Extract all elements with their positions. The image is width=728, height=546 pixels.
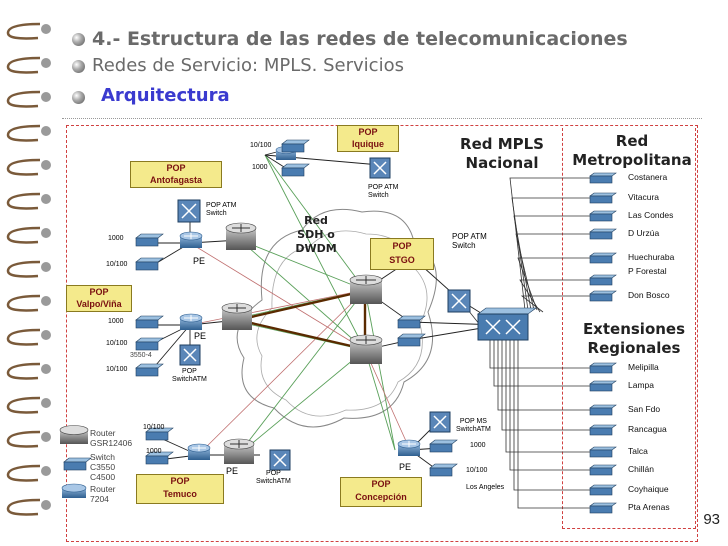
valpo-10100-label-a: 10/100 <box>106 340 128 347</box>
concepcion-10100-label: 10/100 <box>466 467 488 474</box>
antofagasta-atm-label: POP ATM Switch <box>206 202 237 217</box>
legend-router-7204: Router 7204 <box>90 484 116 504</box>
antofagasta-pe-label: PE <box>193 256 206 266</box>
valpo-10100-label-b: 10/100 <box>106 366 128 373</box>
metro-site: Don Bosco <box>628 290 670 300</box>
pop-stgo: POP STGO <box>370 238 434 270</box>
concepcion-1000-label: 1000 <box>470 442 486 449</box>
valpo-3550-label: 3550-4 <box>130 352 152 359</box>
valpo-1000-label: 1000 <box>108 318 124 325</box>
concepcion-los-angeles-label: Los Angeles <box>466 484 505 491</box>
section-heading: Arquitectura <box>101 85 230 106</box>
slide-subtitle: Redes de Servicio: MPLS. Servicios <box>92 55 404 76</box>
iquique-10100-label: 10/100 <box>250 142 272 149</box>
metro-site: Costanera <box>628 172 668 182</box>
antofagasta-1000-label: 1000 <box>108 235 124 242</box>
metro-frame <box>562 128 696 529</box>
metro-site: Las Condes <box>628 210 674 220</box>
temuco-10100-label: 10/100 <box>143 424 165 431</box>
regional-site: Chillán <box>628 464 654 474</box>
concepcion-pe-label: PE <box>399 462 412 472</box>
metro-site: Huechuraba <box>628 252 675 262</box>
regional-site: Rancagua <box>628 424 667 434</box>
red-mpls-heading: Red MPLS Nacional <box>460 135 544 172</box>
metro-site: Vitacura <box>628 192 660 202</box>
regional-site: Lampa <box>628 380 654 390</box>
section-bullet <box>72 91 85 104</box>
regional-site: Melipilla <box>628 362 659 372</box>
regional-site: San Fdo <box>628 404 661 414</box>
title-divider <box>62 118 702 119</box>
stgo-atm-label: POP ATM Switch <box>452 232 487 250</box>
red-sdh-heading: Red SDH o DWDM <box>295 214 337 255</box>
pop-iquique: POP Iquique <box>337 125 399 152</box>
valpo-atm-label: POP SwitchATM <box>172 368 207 383</box>
legend-router-gsr: Router GSR12406 <box>90 428 133 448</box>
iquique-atm-label: POP ATM Switch <box>368 184 399 199</box>
pop-concepcion: POP Concepción <box>340 477 422 507</box>
metro-site: P Forestal <box>628 266 667 276</box>
spiral-binding <box>6 22 51 516</box>
subtitle-bullet <box>72 60 85 73</box>
pop-valpo: POP Valpo/Viña <box>66 285 132 312</box>
regional-site: Talca <box>628 446 648 456</box>
title-bullet <box>72 33 85 46</box>
temuco-atm-label: POP SwitchATM <box>256 470 291 485</box>
regional-site: Pta Arenas <box>628 502 670 512</box>
temuco-1000-label: 1000 <box>146 448 162 455</box>
temuco-pe-label: PE <box>226 466 239 476</box>
valpo-pe-label: PE <box>194 331 207 341</box>
concepcion-ms-label: POP MS SwitchATM <box>456 418 491 433</box>
antofagasta-10100-label: 10/100 <box>106 261 128 268</box>
iquique-1000-label: 1000 <box>252 164 268 171</box>
sdh-cloud <box>236 208 437 428</box>
pop-temuco: POP Temuco <box>136 474 224 504</box>
page-number: 93 <box>703 511 720 528</box>
regional-site: Coyhaique <box>628 484 669 494</box>
legend-switch: Switch C3550 C4500 <box>90 452 116 482</box>
router-icons <box>59 146 421 498</box>
metro-site: D Urzúa <box>628 228 660 238</box>
switch-icons <box>63 139 617 514</box>
extensiones-heading: Extensiones Regionales <box>582 320 686 357</box>
slide-title: 4.- Estructura de las redes de telecomun… <box>92 28 628 50</box>
pop-antofagasta: POP Antofagasta <box>130 161 222 188</box>
red-metro-heading: Red Metropolitana <box>572 132 692 169</box>
